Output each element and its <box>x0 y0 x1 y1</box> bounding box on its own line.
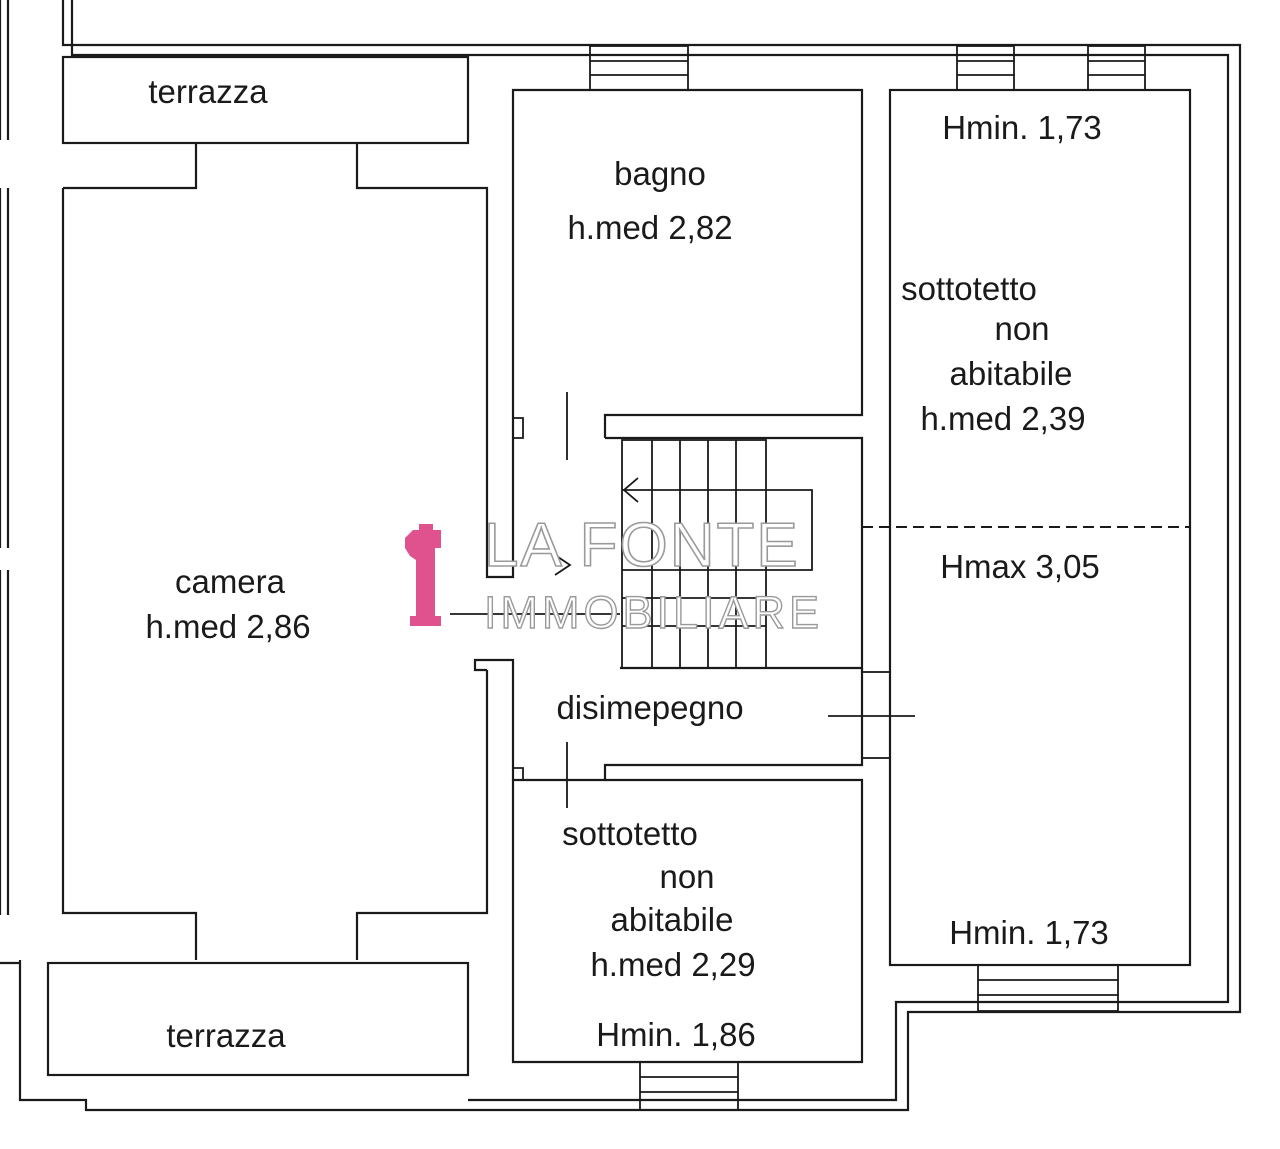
logo-icon <box>405 524 441 626</box>
watermark-line1: LA FONTE <box>484 511 800 580</box>
window-bagno <box>589 45 689 91</box>
attic-right-line3: abitabile <box>950 355 1073 392</box>
room-labels: terrazza bagno h.med 2,82 Hmin. 1,73 sot… <box>145 73 1108 1054</box>
attic-bottom-height: h.med 2,29 <box>590 946 755 983</box>
terrazza-top-label: terrazza <box>148 73 268 110</box>
windows <box>589 45 1146 1111</box>
terrazza-bottom-label: terrazza <box>166 1017 286 1054</box>
bagno-label: bagno <box>614 155 706 192</box>
window-attic-bottom <box>977 964 1119 1012</box>
outer-walls <box>0 0 1242 1112</box>
attic-bottom-line2: non <box>659 858 714 895</box>
attic-right-hmin-bottom: Hmin. 1,73 <box>949 914 1109 951</box>
attic-bottom-line3: abitabile <box>611 901 734 938</box>
watermark: LA FONTE IMMOBILIARE <box>405 510 823 639</box>
terrace-bottom <box>46 961 470 1077</box>
attic-right-line1: sottotetto <box>901 270 1037 307</box>
bagno-room <box>511 88 864 540</box>
camera-label: camera <box>175 563 286 600</box>
window-lower-attic <box>639 1061 739 1111</box>
attic-bottom-hmin: Hmin. 1,86 <box>596 1016 756 1053</box>
window-attic-right <box>1087 45 1146 91</box>
watermark-line2: IMMOBILIARE <box>484 587 823 638</box>
attic-right-height: h.med 2,39 <box>920 400 1085 437</box>
attic-right-hmin-top: Hmin. 1,73 <box>942 109 1102 146</box>
window-attic-left <box>956 45 1015 91</box>
attic-bottom-line1: sottotetto <box>562 815 698 852</box>
attic-bottom <box>511 778 864 1064</box>
terrace-top <box>61 55 470 145</box>
attic-right-line2: non <box>994 310 1049 347</box>
disimpegno-label: disimepegno <box>556 689 743 726</box>
camera-room <box>61 143 489 960</box>
camera-height: h.med 2,86 <box>145 608 310 645</box>
attic-right <box>828 88 1192 967</box>
attic-right-hmax: Hmax 3,05 <box>940 548 1100 585</box>
staircase <box>554 439 813 669</box>
bagno-height: h.med 2,82 <box>567 209 732 246</box>
